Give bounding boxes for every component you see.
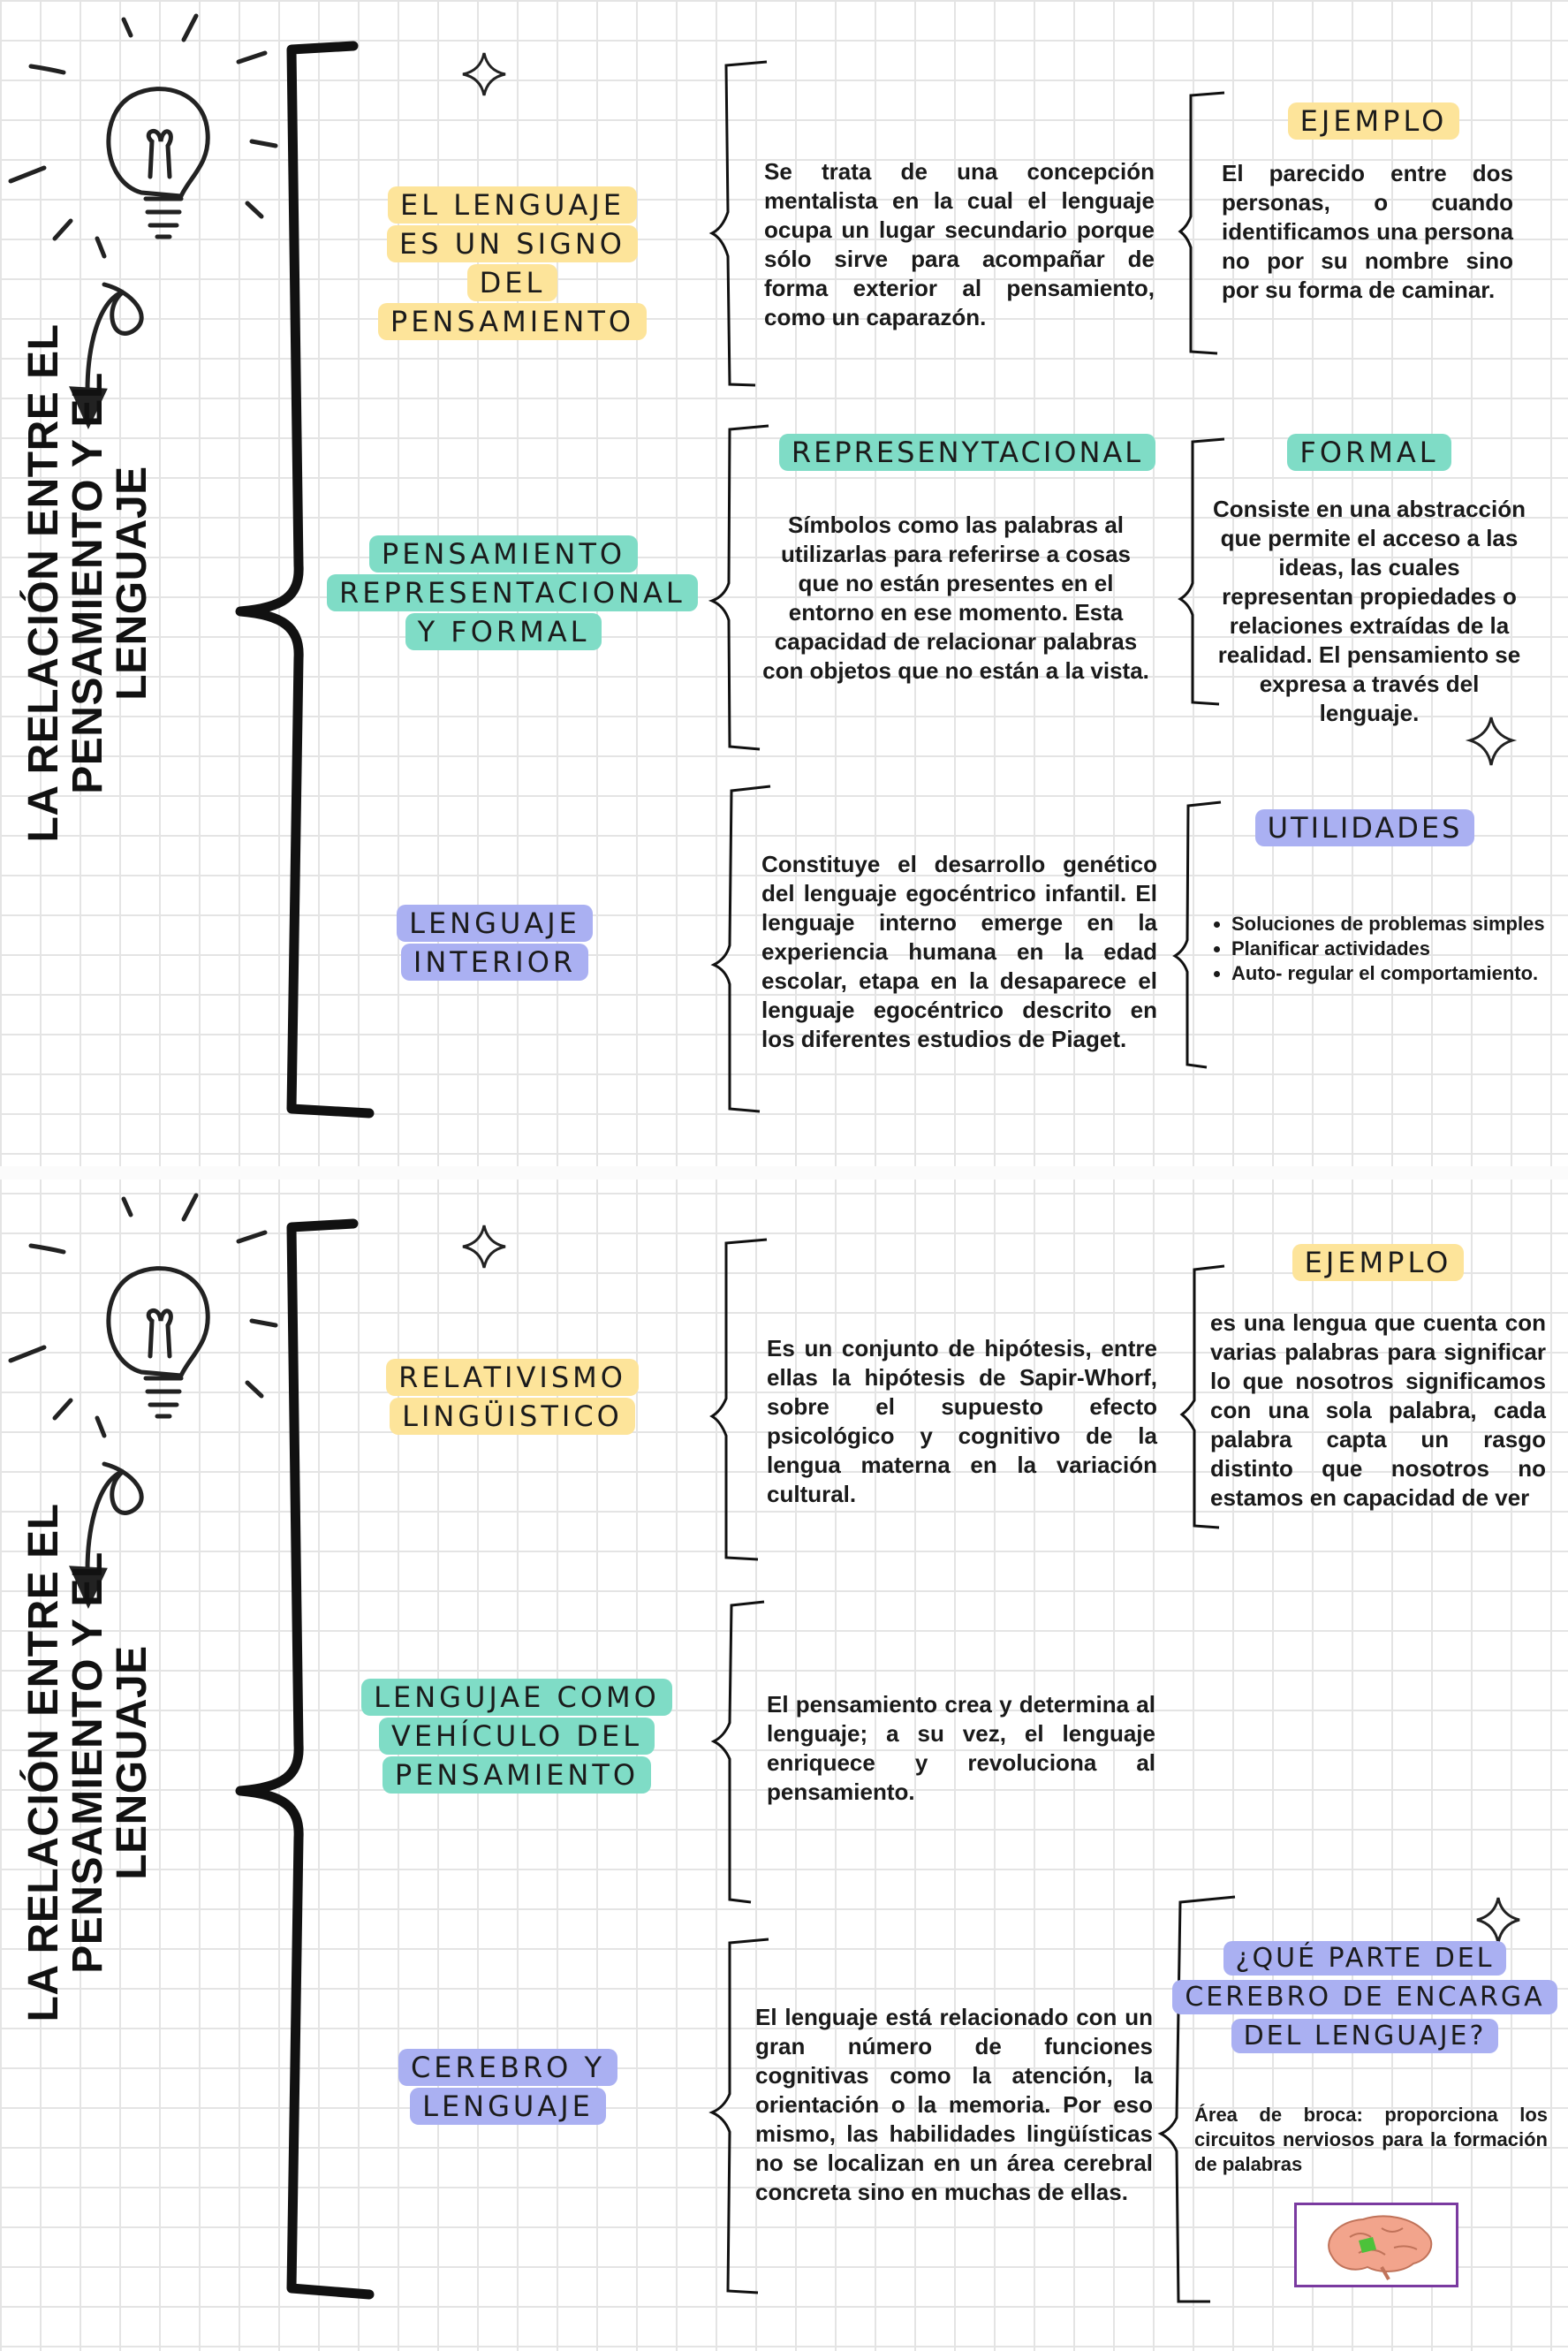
middle-brackets bbox=[708, 1238, 769, 2294]
side-label-utilidades: UTILIDADES bbox=[1237, 808, 1493, 847]
side-label-ejemplo: EJEMPLO bbox=[1219, 102, 1528, 140]
panel-1-decorations bbox=[8, 13, 1518, 1119]
node-text-lenguaje-signo: Se trata de una concepción mentalista en… bbox=[764, 158, 1155, 330]
node-text-representacional: Símbolos como las palabras al utilizarla… bbox=[762, 512, 1149, 684]
main-brace bbox=[235, 41, 375, 1119]
node-label-lenguaje-interior: LENGUAJE INTERIOR bbox=[371, 904, 618, 982]
concept-map-panel-1: LA RELACIÓN ENTRE EL PENSAMIENTO Y EL LE… bbox=[0, 0, 1568, 1166]
curly-arrow-icon bbox=[69, 282, 144, 429]
side-text-ejemplo-2: es una lengua que cuenta con varias pala… bbox=[1210, 1309, 1546, 1511]
utilidades-item: Auto- regular el comportamiento. bbox=[1231, 961, 1562, 986]
sparkle-icon bbox=[462, 52, 1518, 766]
node-text-vehiculo: El pensamiento crea y determina al lengu… bbox=[767, 1691, 1155, 1805]
node-label-cerebro: CEREBRO Y LENGUAJE bbox=[389, 2048, 627, 2126]
main-brace bbox=[235, 1218, 375, 2300]
side-text-formal: Consiste en una abstracción que permite … bbox=[1213, 496, 1526, 726]
curly-arrow-icon bbox=[69, 1461, 144, 1609]
node-label-pensamiento-representacional: PENSAMIENTO REPRESENTACIONAL Y FORMAL bbox=[327, 535, 698, 651]
brain-image bbox=[1294, 2203, 1458, 2287]
panel-2-title: LA RELACIÓN ENTRE EL PENSAMIENTO Y EL LE… bbox=[20, 1503, 155, 2022]
side-label-cerebro-pregunta: ¿QUÉ PARTE DEL CEREBRO DE ENCARGA DEL LE… bbox=[1170, 1939, 1559, 2056]
node-text-relativismo: Es un conjunto de hipótesis, entre ellas… bbox=[767, 1335, 1157, 1507]
middle-brackets bbox=[708, 60, 771, 1113]
node-label-vehiculo: LENGUJAE COMO VEHÍCULO DEL PENSAMIENTO bbox=[345, 1678, 689, 1794]
panel-separator bbox=[0, 1166, 1568, 1179]
node-text-cerebro: El lenguaje está relacionado con un gran… bbox=[755, 2004, 1153, 2205]
side-label-ejemplo-2: EJEMPLO bbox=[1223, 1243, 1533, 1282]
side-text-area-broca: Área de broca: proporciona los circuitos… bbox=[1194, 2104, 1548, 2175]
node-label-relativismo: RELATIVISMO LINGÜISTICO bbox=[371, 1358, 654, 1436]
light-rays-icon bbox=[8, 13, 278, 259]
utilidades-item: Soluciones de problemas simples bbox=[1231, 912, 1562, 937]
right-brackets bbox=[1172, 91, 1225, 1069]
utilidades-list: Soluciones de problemas simplesPlanifica… bbox=[1208, 912, 1562, 986]
panel-2-decorations bbox=[8, 1193, 1520, 2303]
brain-icon bbox=[1328, 2215, 1433, 2280]
right-brackets bbox=[1157, 1264, 1236, 2303]
sub-label-representacional: REPRESENYTACIONAL bbox=[773, 433, 1162, 472]
panel-1-title: LA RELACIÓN ENTRE EL PENSAMIENTO Y EL LE… bbox=[20, 323, 155, 843]
side-label-formal: FORMAL bbox=[1219, 433, 1519, 472]
utilidades-item: Planificar actividades bbox=[1231, 937, 1562, 961]
light-bulb-icon bbox=[106, 1266, 210, 1419]
light-rays-icon bbox=[8, 1193, 278, 1438]
node-text-lenguaje-interior: Constituye el desarrollo genético del le… bbox=[761, 851, 1157, 1052]
light-bulb-icon bbox=[106, 87, 210, 239]
side-text-ejemplo: El parecido entre dos personas, o cuando… bbox=[1222, 160, 1513, 303]
node-label-lenguaje-signo: EL LENGUAJE ES UN SIGNO DEL PENSAMIENTO bbox=[362, 186, 663, 341]
concept-map-panel-2: LA RELACIÓN ENTRE EL PENSAMIENTO Y EL LE… bbox=[0, 1179, 1568, 2346]
